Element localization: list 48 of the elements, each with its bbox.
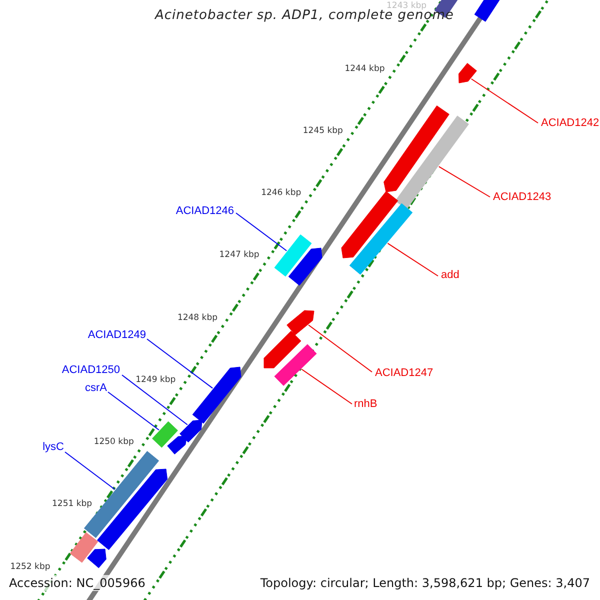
- leader-line: [438, 166, 490, 198]
- leader-line: [146, 338, 214, 389]
- leader-line: [387, 242, 438, 276]
- position-label: 1248 kbp: [177, 312, 218, 323]
- leader-line: [108, 392, 160, 431]
- gene-segment: [96, 468, 168, 550]
- gene-segment: [384, 105, 450, 192]
- leader-line: [122, 374, 188, 426]
- gene-segment: [341, 191, 398, 258]
- position-label: 1251 kbp: [52, 499, 92, 510]
- gene-label: lysC: [42, 441, 64, 454]
- gene-segment: [458, 62, 477, 84]
- gene-label: ACIAD1243: [493, 191, 552, 204]
- gene-label: ACIAD1242: [541, 117, 600, 130]
- gene-bar: [274, 234, 312, 277]
- leader-line: [301, 368, 352, 404]
- gene-segment: [286, 310, 314, 336]
- gene-label: ACIAD1246: [176, 205, 234, 218]
- gene-label: rnhB: [354, 398, 378, 411]
- position-label: 1245 kbp: [302, 126, 343, 136]
- gene-bar: [274, 344, 317, 386]
- position-label: 1247 kbp: [219, 250, 260, 260]
- gene-bar: [395, 116, 469, 210]
- position-label: 1246 kbp: [261, 188, 302, 198]
- leader-line: [308, 324, 372, 372]
- position-label: 1250 kbp: [94, 437, 134, 448]
- position-label: 1244 kbp: [344, 64, 385, 74]
- leader-line: [236, 212, 288, 252]
- gene-bar: [70, 532, 98, 563]
- gene-label: add: [441, 269, 460, 282]
- gene-label: ACIAD1250: [62, 364, 120, 377]
- gene-segment: [192, 366, 242, 424]
- gene-label: ACIAD1249: [88, 329, 146, 342]
- gene-segment: [180, 420, 202, 442]
- gene-bar: [152, 421, 178, 448]
- gene-segment: [167, 436, 188, 454]
- gene-bar: [349, 203, 413, 275]
- gene-label: csrA: [85, 382, 107, 395]
- info-text: Topology: circular; Length: 3,598,621 bp; Genes: 3,407: [258, 575, 592, 591]
- gene-segment: [87, 548, 106, 568]
- leader-line: [64, 452, 116, 490]
- position-label: 1249 kbp: [136, 374, 176, 385]
- gene-segment: [288, 248, 322, 286]
- position-label: 1252 kbp: [10, 562, 50, 572]
- gene-label: ACIAD1247: [375, 367, 434, 380]
- gene-segment: [264, 330, 302, 368]
- info-text: Accession: NC_005966: [7, 575, 148, 591]
- leader-line: [470, 78, 538, 124]
